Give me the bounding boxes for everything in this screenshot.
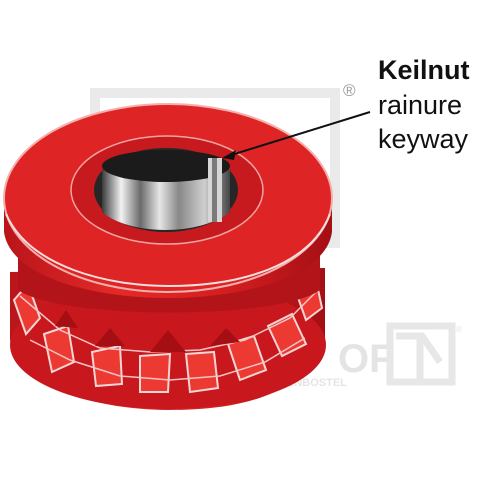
keyway-leader-line xyxy=(222,111,371,160)
callout-label-en: keyway xyxy=(378,124,469,154)
callout-label-fr: rainure xyxy=(378,90,463,120)
sprocket-roller-image xyxy=(3,103,333,410)
watermark-registered-small: ® xyxy=(456,325,462,334)
watermark-subline: ENBOSTEL xyxy=(287,377,347,389)
watermark-brand: OF xyxy=(338,337,394,381)
callout-label-de: Keilnut xyxy=(378,55,470,85)
watermark-logo-icon xyxy=(386,322,456,386)
registered-mark-icon: ® xyxy=(343,81,356,100)
